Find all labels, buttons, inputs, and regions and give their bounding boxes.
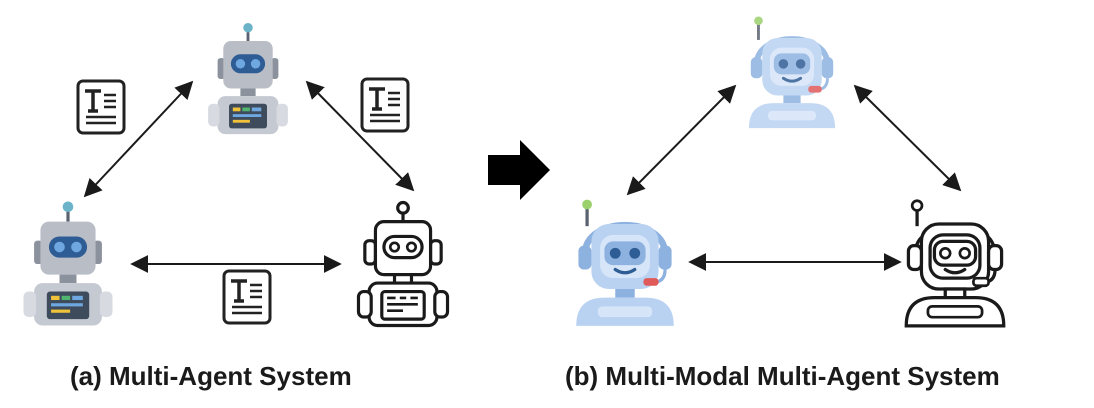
text-document-icon [76, 79, 126, 135]
headset-robot-outline-icon-right [904, 199, 1006, 328]
panel-b [576, 16, 1006, 328]
sound-wave-icon [764, 271, 817, 323]
sound-wave-icon [622, 85, 675, 137]
robot-icon-left [21, 200, 115, 328]
panel-a [21, 22, 450, 328]
robot-outline-icon-right [356, 200, 450, 328]
text-document-icon [222, 269, 272, 325]
caption-multi-modal-multi-agent-system: (b) Multi-Modal Multi-Agent System [565, 361, 1000, 391]
robot-icon-top [206, 22, 290, 136]
text-document-icon [360, 77, 410, 133]
link-arrow-top-left [626, 84, 737, 196]
sound-wave-icon [910, 85, 963, 137]
link-arrow-top-left [83, 80, 194, 198]
link-arrow-top-right [853, 84, 962, 192]
headset-robot-icon-left [576, 200, 674, 326]
headset-robot-icon-top [749, 16, 835, 128]
link-arrow-top-right [305, 80, 415, 192]
caption-multi-agent-system: (a) Multi-Agent System [70, 361, 352, 391]
right-arrow-icon [488, 140, 550, 200]
